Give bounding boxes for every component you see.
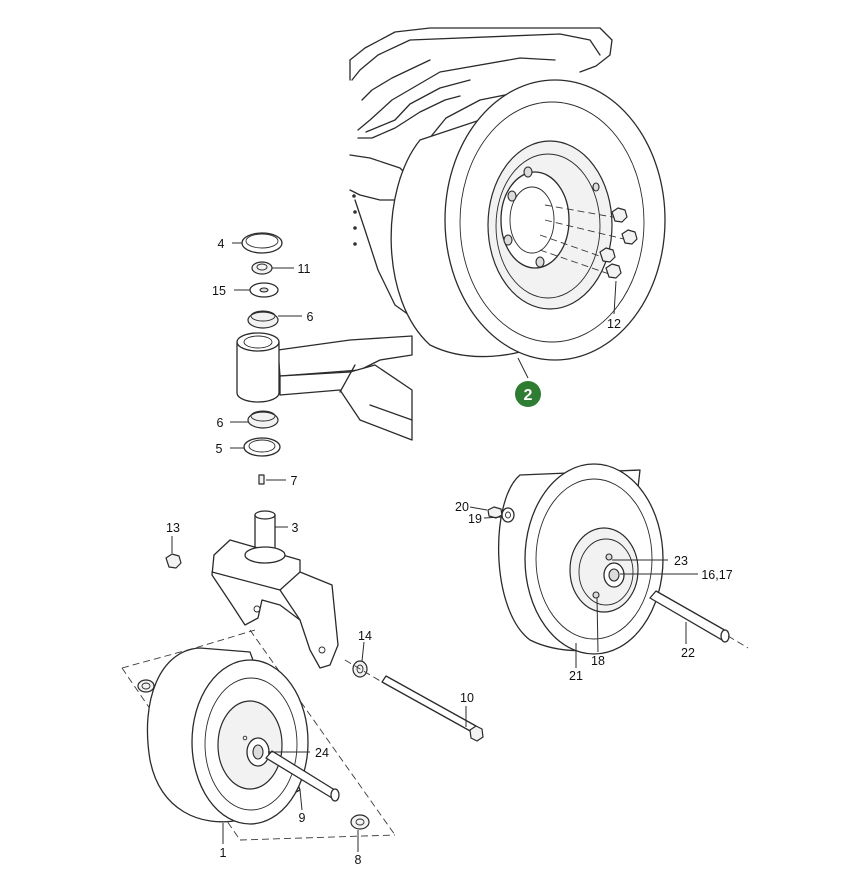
front-tire-21 [497, 463, 664, 655]
label-18: 18 [591, 654, 605, 668]
caster-wheel [146, 647, 309, 825]
label-1: 1 [220, 846, 227, 860]
dust-cap-4 [241, 232, 283, 254]
nut-13 [165, 553, 182, 569]
caster-frame-arm [277, 335, 413, 441]
bolt-10 [344, 659, 484, 742]
label-16-17: 16,17 [701, 568, 732, 582]
label-12: 12 [607, 317, 621, 331]
label-11: 11 [298, 262, 311, 276]
part-labels: 4 11 15 6 6 5 7 3 13 14 10 12 20 19 23 1… [166, 237, 733, 867]
spacer-left [137, 679, 155, 693]
label-6-upper: 6 [307, 310, 314, 324]
label-6-lower: 6 [217, 416, 224, 430]
label-23: 23 [674, 554, 688, 568]
mower-body [349, 27, 613, 346]
label-4: 4 [218, 237, 225, 251]
lug-nuts-12 [599, 207, 638, 279]
label-7: 7 [291, 474, 298, 488]
nut-11 [251, 261, 273, 275]
bearing-6-lower [247, 410, 279, 429]
label-13: 13 [166, 521, 180, 535]
axle-22 [649, 590, 749, 649]
label-24: 24 [315, 746, 329, 760]
grease-fitting-7 [258, 474, 265, 485]
axle-tube-9 [265, 750, 340, 802]
spacer-8 [350, 814, 370, 830]
label-20: 20 [455, 500, 469, 514]
caster-fork [211, 539, 339, 669]
label-19: 19 [468, 512, 482, 526]
label-10: 10 [460, 691, 474, 705]
callout-2: 2 [515, 381, 541, 407]
label-8: 8 [355, 853, 362, 867]
label-14: 14 [358, 629, 372, 643]
label-5: 5 [216, 442, 223, 456]
callout-number: 2 [524, 387, 533, 404]
seal-5 [243, 437, 281, 457]
washer-15 [249, 282, 279, 298]
bearing-6-upper [247, 310, 279, 329]
valve-19-20 [487, 506, 515, 523]
callout-badge [515, 381, 541, 407]
label-15: 15 [212, 284, 226, 298]
label-21: 21 [569, 669, 583, 683]
label-9: 9 [299, 811, 306, 825]
label-3: 3 [292, 521, 299, 535]
leader-lines [171, 242, 698, 852]
drive-wheel [390, 79, 666, 361]
label-22: 22 [681, 646, 695, 660]
body-dots [352, 194, 357, 246]
caster-tube [236, 332, 280, 403]
